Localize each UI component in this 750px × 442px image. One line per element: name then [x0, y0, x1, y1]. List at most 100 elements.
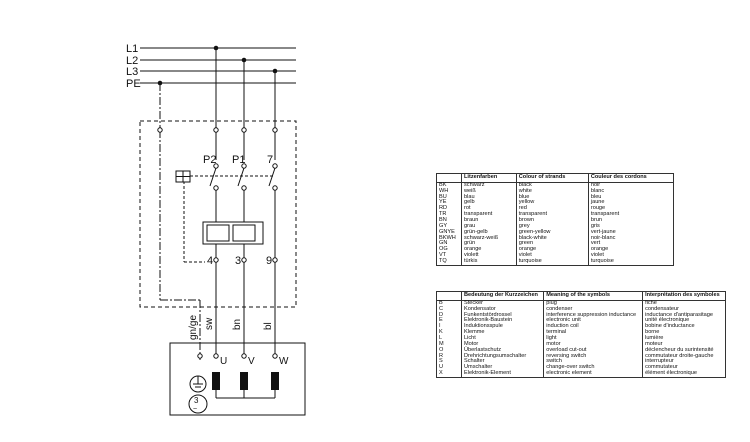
table-cell: GN	[436, 241, 462, 248]
table-cell: grey	[515, 223, 589, 230]
table-cell: E	[436, 318, 462, 325]
table-cell: grün-gelb	[461, 229, 517, 236]
table-cell: moteur	[642, 341, 726, 348]
table-cell: switch	[543, 359, 643, 366]
table-cell: Kondensator	[460, 306, 544, 313]
motor-terminal-v: V	[248, 356, 255, 367]
table-cell: brown	[515, 217, 589, 224]
table-cell: borne	[642, 329, 726, 337]
table-cell: transparent	[515, 211, 589, 219]
table-cell: orange	[587, 246, 674, 254]
svg-text:~: ~	[193, 406, 197, 413]
table-cell: I	[436, 323, 462, 331]
table-cell: vert-jaune	[587, 229, 674, 236]
table-cell: braun	[461, 217, 517, 224]
table-cell: türkis	[461, 258, 517, 266]
table-cell: jaune	[587, 200, 674, 207]
table-cell: grün	[461, 241, 517, 248]
table-cell: commutateur droite-gauche	[642, 353, 726, 360]
table-cell: blue	[515, 194, 589, 201]
table-cell: X	[436, 370, 462, 378]
table-cell: rot	[461, 205, 517, 213]
terminal-label-3: 3	[235, 255, 241, 267]
table-cell: Elektronik-Baustein	[460, 318, 544, 325]
table-cell: interference suppression inductance	[543, 312, 643, 319]
table-cell: D	[436, 312, 462, 319]
svg-text:3: 3	[194, 396, 199, 405]
table-cell: U	[436, 364, 462, 372]
table-cell: rouge	[587, 205, 674, 213]
terminal-label-9: 9	[266, 255, 272, 267]
table-cell: K	[436, 329, 462, 337]
table-cell: blau	[461, 194, 517, 201]
wire-label-gn-ge: gn/ge	[188, 315, 199, 340]
table-cell: gris	[587, 223, 674, 230]
colors-header-code	[436, 173, 462, 183]
table-cell: gelb	[461, 200, 517, 207]
table-cell: electronic element	[543, 370, 643, 378]
table-cell: Induktionsspule	[460, 323, 544, 331]
motor-terminal-u: U	[220, 356, 227, 367]
table-cell: BN	[436, 217, 462, 224]
table-cell: orange	[461, 246, 517, 254]
line-label-l2: L2	[126, 55, 138, 67]
contact-label-p2: P2	[203, 154, 216, 166]
line-label-l1: L1	[126, 43, 138, 55]
table-cell: change-over switch	[543, 364, 643, 372]
table-cell: vert	[587, 241, 674, 248]
symbol-meaning-table: Bedeutung der Kurzzeichen Meaning of the…	[436, 291, 726, 379]
table-cell: M	[436, 341, 462, 348]
table-cell: violet	[515, 252, 589, 260]
symbols-header-en: Meaning of the symbols	[543, 291, 643, 301]
table-cell: R	[436, 353, 462, 360]
table-cell: RD	[436, 205, 462, 213]
table-cell: orange	[515, 246, 589, 254]
table-cell: commutateur	[642, 364, 726, 372]
table-cell: O	[436, 347, 462, 354]
table-cell: schwarz	[461, 182, 517, 189]
table-cell: OG	[436, 246, 462, 254]
table-cell: S	[436, 359, 462, 366]
table-cell: lumière	[642, 335, 726, 342]
wire-label-bl: bl	[263, 322, 274, 330]
motor-terminal-w: W	[279, 356, 289, 367]
terminal-label-4: 4	[207, 255, 213, 267]
table-cell: TQ	[436, 258, 462, 266]
table-cell: black-white	[515, 235, 589, 242]
table-cell: Funkentstördrossel	[460, 312, 544, 319]
table-cell: YE	[436, 200, 462, 207]
table-cell: Schalter	[460, 359, 544, 366]
table-cell: interrupteur	[642, 359, 726, 366]
table-cell: green-yellow	[515, 229, 589, 236]
wire-label-bn: bn	[232, 319, 243, 330]
table-cell: yellow	[515, 200, 589, 207]
table-cell: brun	[587, 217, 674, 224]
contact-label-7: 7	[267, 154, 273, 166]
table-cell: condensateur	[642, 306, 726, 313]
table-cell: inductance d'antiparasitage	[642, 312, 726, 319]
table-cell: élément électronique	[642, 370, 726, 378]
table-cell: Motor	[460, 341, 544, 348]
table-cell: green	[515, 241, 589, 248]
table-cell: Licht	[460, 335, 544, 342]
table-cell: plug	[543, 300, 643, 307]
table-cell: turquoise	[587, 258, 674, 266]
colors-header-fr: Couleur des cordons	[587, 173, 674, 183]
strand-colour-table: Litzenfarben Colour of strands Couleur d…	[436, 173, 674, 266]
wiring-diagram: L1 L2 L3 PE P2 P1 7 4 3 9 sw bn bl gn/ge…	[126, 43, 306, 416]
table-cell: Drehrichtungsumschalter	[460, 353, 544, 360]
